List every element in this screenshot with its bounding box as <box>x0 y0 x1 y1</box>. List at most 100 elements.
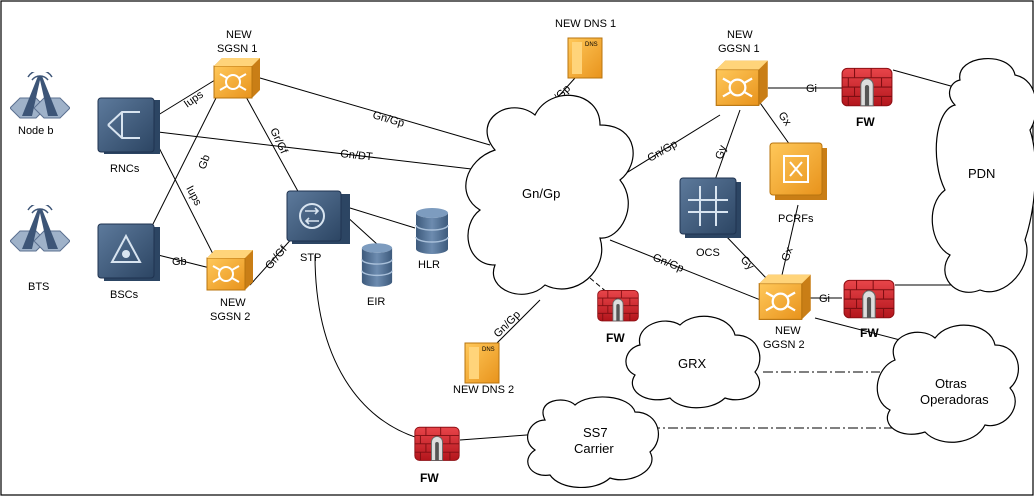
gy-label-bottom: Gy <box>738 254 757 273</box>
cloud-pdn: PDN <box>931 57 1034 293</box>
gi-label-top: Gi <box>806 83 817 95</box>
cloud-grx-label: GRX <box>678 356 707 371</box>
ggsn2: NEW GGSN 2 <box>758 273 812 351</box>
gngp-label-ggsn1: Gn/Gp <box>646 138 680 165</box>
database-icon <box>361 242 393 288</box>
eir: EIR <box>361 242 393 308</box>
firewall-grx-label: FW <box>606 331 625 345</box>
link-bsc-sgsn2 <box>157 254 211 269</box>
rncs: RNCs <box>97 97 160 175</box>
gngp-label-sgsn: Gn/Gp <box>371 109 405 129</box>
pcrfs: PCRFs <box>769 142 827 225</box>
hlr: HLR <box>415 207 449 271</box>
bscs: BSCs <box>97 223 160 301</box>
router-icon <box>206 249 254 291</box>
rncs-label: RNCs <box>110 163 140 175</box>
link-ggsn1-pcrf <box>757 99 791 146</box>
link-sgsn2-stp <box>249 234 296 286</box>
firewall-grx: FW <box>597 290 639 345</box>
link-rnc-sgsn2 <box>149 129 216 259</box>
firewall-icon <box>414 426 460 461</box>
dns2: DNS NEW DNS 2 <box>453 342 514 396</box>
cloud-gn-gp: Gn/Gp <box>465 94 634 295</box>
link-ggsn1-ocs <box>714 109 741 181</box>
sgsn2: NEW SGSN 2 <box>206 249 254 323</box>
stp-icon <box>286 190 342 242</box>
hlr-label: HLR <box>418 259 440 271</box>
link-bsc-sgsn1 <box>149 89 221 231</box>
cloud-otras-label-2: Operadoras <box>920 392 989 407</box>
ocs: OCS <box>679 177 741 259</box>
sgsn1-label-2: SGSN 1 <box>217 43 257 55</box>
dns1: NEW DNS 1 DNS <box>555 18 616 79</box>
sgsn1-label-1: NEW <box>226 29 252 41</box>
link-stp-fw <box>314 254 419 439</box>
firewall-top-label: FW <box>856 115 875 129</box>
cloud-otras: Otras Operadoras <box>876 324 1019 443</box>
bts: BTS <box>10 205 70 293</box>
dns2-label: NEW DNS 2 <box>453 384 514 396</box>
gi-label-bottom: Gi <box>819 293 830 305</box>
gngp-label-dns2: Gn/Gp <box>492 309 523 340</box>
firewall-icon <box>841 67 893 107</box>
sgsn2-label-1: NEW <box>220 297 246 309</box>
tower-icon <box>10 205 70 252</box>
link-rnc-sgsn1 <box>149 79 216 121</box>
link-sgsn1-stp <box>244 94 301 196</box>
node-b: Node b <box>10 72 70 137</box>
ggsn2-label-1: NEW <box>775 325 801 337</box>
database-icon <box>415 207 449 255</box>
link-rnc-cloud <box>157 131 481 171</box>
iups-label-top: Iups <box>182 88 206 110</box>
firewall-ggsn2-label: FW <box>860 326 879 340</box>
iups-label-mid: Iups <box>183 184 204 208</box>
gb-label-bottom: Gb <box>172 256 187 268</box>
router-icon <box>715 59 769 107</box>
eir-label: EIR <box>367 296 385 308</box>
dns1-label: NEW DNS 1 <box>555 18 616 30</box>
gngp-label-ggsn2: Gn/Gp <box>651 252 686 275</box>
link-cloud-ggsn1 <box>614 114 721 181</box>
stp: STP <box>286 190 350 264</box>
cloud-pdn-label: PDN <box>968 166 995 181</box>
cloud-ss7-label-1: SS7 <box>583 425 608 440</box>
firewall-icon <box>597 290 639 322</box>
grgf-label-bottom: Gr/Gf <box>263 243 290 272</box>
ocs-label: OCS <box>696 247 720 259</box>
cloud-ss7-label-2: Carrier <box>574 441 614 456</box>
gy-label-top: Gy <box>713 143 729 161</box>
router-icon <box>213 57 261 99</box>
pcrfs-label: PCRFs <box>778 213 814 225</box>
rnc-icon <box>97 97 155 153</box>
dns-badge: DNS <box>482 347 495 353</box>
ocs-icon <box>679 177 737 235</box>
gndt-label: Gn/DT <box>340 148 374 163</box>
cloud-otras-label-1: Otras <box>935 376 967 391</box>
tower-icon <box>10 72 70 119</box>
firewall-ss7: FW <box>414 426 460 485</box>
link-ggsn2-line <box>814 317 901 341</box>
ggsn2-label-2: GGSN 2 <box>763 339 805 351</box>
node-b-label: Node b <box>18 125 53 137</box>
link-stp-eir <box>344 214 379 246</box>
stp-label: STP <box>300 252 321 264</box>
firewall-top: FW <box>841 67 893 129</box>
router-icon <box>758 273 812 321</box>
link-pcrf-ggsn2 <box>781 204 799 276</box>
bscs-label: BSCs <box>110 289 139 301</box>
link-sgsn1-cloud <box>259 77 491 146</box>
sgsn2-label-2: SGSN 2 <box>210 311 250 323</box>
cloud-gn-gp-label: Gn/Gp <box>522 186 560 201</box>
firewall-icon <box>843 279 895 319</box>
link-stp-hlr <box>349 207 416 229</box>
link-fw-ss7 <box>459 433 541 441</box>
cloud-ss7: SS7 Carrier <box>527 396 659 489</box>
ggsn1-label-1: NEW <box>727 29 753 41</box>
dns-badge: DNS <box>585 42 598 48</box>
gx-label-top: Gx <box>776 110 794 129</box>
ggsn1: NEW GGSN 1 <box>715 29 769 107</box>
link-fwtop-pdn <box>892 69 959 89</box>
gb-label-mid: Gb <box>197 153 213 171</box>
